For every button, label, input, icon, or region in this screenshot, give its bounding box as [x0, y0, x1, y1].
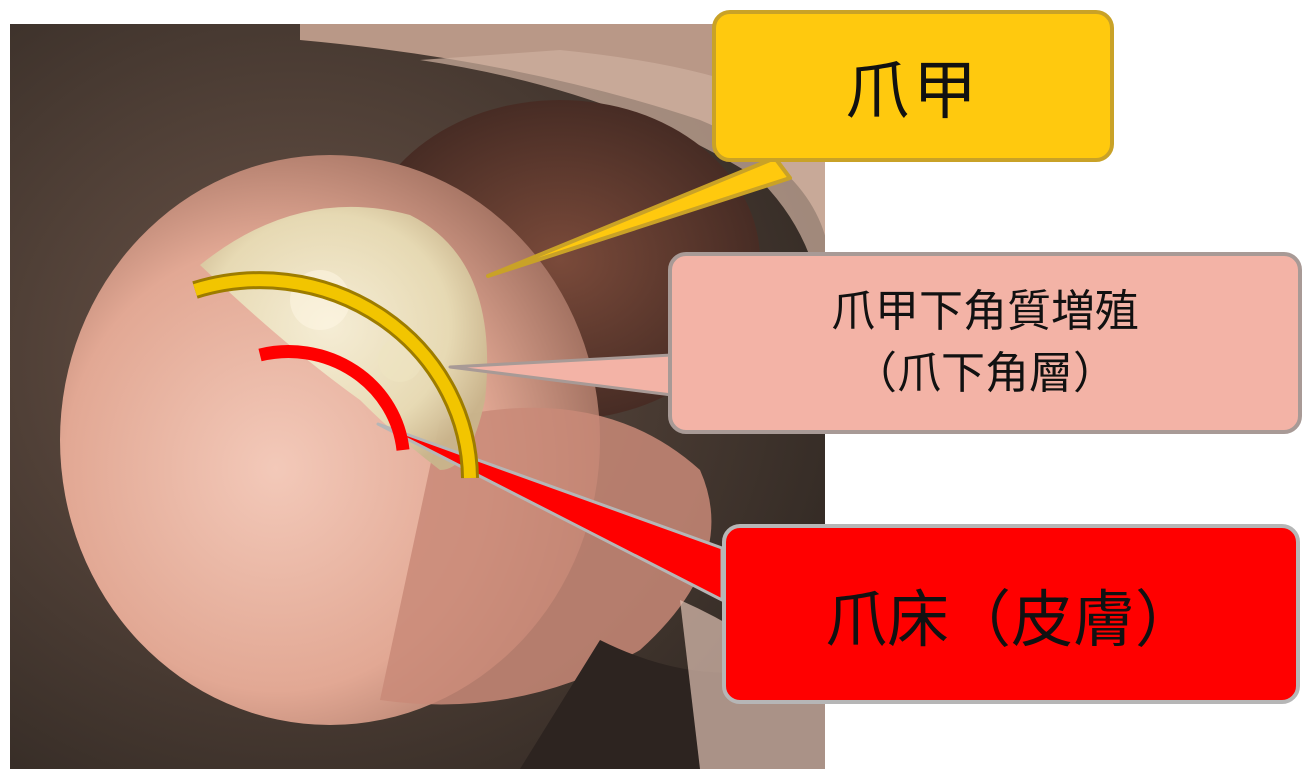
hyperkeratosis-label-line1: 爪甲下角質増殖 [831, 286, 1139, 337]
hyperkeratosis-callout: 爪甲下角質増殖 （爪下角層） [668, 252, 1302, 434]
nail-label: 爪甲 [845, 55, 981, 129]
nail-bed-callout: 爪床（皮膚） [722, 524, 1300, 704]
nail-callout: 爪甲 [712, 10, 1114, 162]
nail-bed-arc [258, 345, 410, 451]
hyperkeratosis-label-line2: （爪下角層） [853, 348, 1117, 399]
nail-callout-tail [486, 156, 792, 278]
nail-bed-label: 爪床（皮膚） [824, 583, 1197, 656]
